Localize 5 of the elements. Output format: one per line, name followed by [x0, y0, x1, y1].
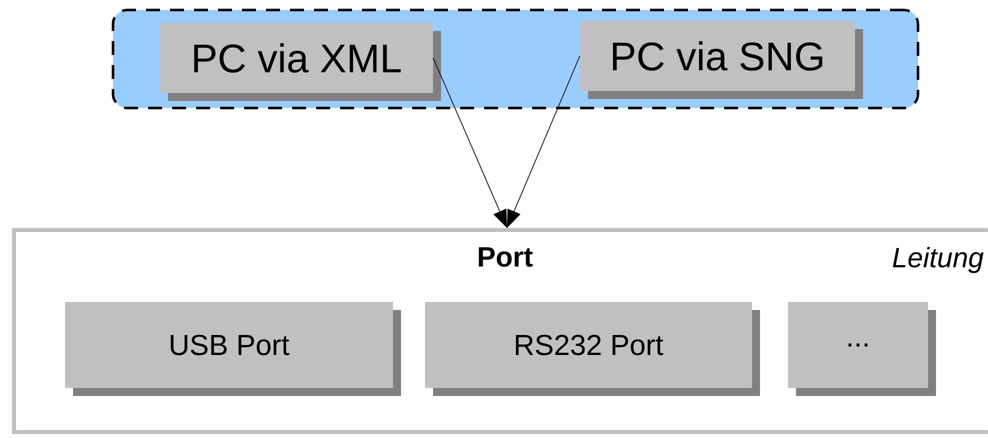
process-box: RS232 Port [425, 302, 760, 396]
process-box: PC via XML [160, 23, 441, 101]
process-box: PC via SNG [580, 21, 863, 99]
process-box: ... [788, 302, 936, 396]
process-box: USB Port [65, 302, 401, 396]
